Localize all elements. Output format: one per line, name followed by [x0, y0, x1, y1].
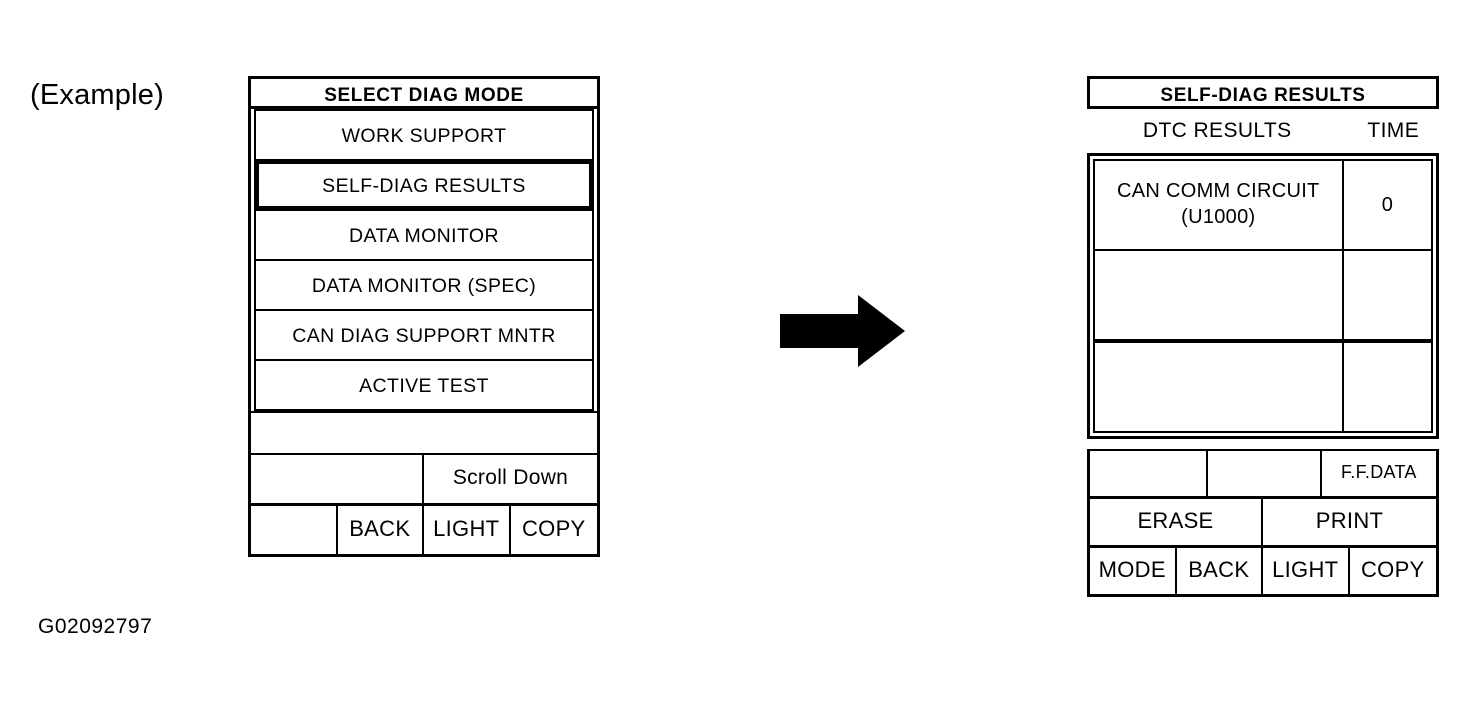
erase-button[interactable]: ERASE — [1090, 499, 1263, 545]
right-button-row: MODE BACK LIGHT COPY — [1090, 545, 1436, 594]
menu-item-label: CAN DIAG SUPPORT MNTR — [292, 325, 556, 347]
menu-item-active-test[interactable]: ACTIVE TEST — [254, 359, 594, 411]
ff-empty-cell-2[interactable] — [1208, 451, 1322, 496]
select-diag-mode-screen: SELECT DIAG MODE WORK SUPPORT SELF-DIAG … — [248, 76, 600, 557]
right-copy-button[interactable]: COPY — [1360, 557, 1425, 582]
menu-item-data-monitor-spec[interactable]: DATA MONITOR (SPEC) — [254, 259, 594, 311]
dtc-cell — [1095, 343, 1344, 431]
time-cell — [1344, 343, 1431, 431]
table-row[interactable] — [1093, 339, 1433, 433]
dtc-results-column-header: DTC RESULTS — [1142, 119, 1292, 142]
left-scroll-row: Scroll Down — [251, 453, 597, 503]
print-button[interactable]: PRINT — [1315, 508, 1384, 533]
time-cell — [1344, 251, 1431, 339]
time-column-header: TIME — [1367, 119, 1420, 142]
left-back-button[interactable]: BACK — [338, 506, 424, 554]
dtc-name: CAN COMM CIRCUIT — [1117, 180, 1320, 203]
dtc-cell — [1095, 251, 1344, 339]
menu-item-label: WORK SUPPORT — [341, 125, 507, 147]
left-copy-button[interactable]: COPY — [521, 516, 586, 541]
left-light-button[interactable]: LIGHT — [424, 506, 511, 554]
scroll-down-button[interactable]: Scroll Down — [452, 466, 569, 489]
menu-item-data-monitor[interactable]: DATA MONITOR — [254, 209, 594, 261]
left-screen-title: SELECT DIAG MODE — [248, 76, 600, 109]
table-row[interactable]: CAN COMM CIRCUIT (U1000) 0 — [1093, 159, 1433, 251]
right-arrow-icon — [780, 295, 905, 367]
self-diag-results-screen: SELF-DIAG RESULTS DTC RESULTS TIME CAN C… — [1087, 76, 1439, 597]
diag-mode-menu-list: WORK SUPPORT SELF-DIAG RESULTS DATA MONI… — [251, 109, 597, 411]
table-row[interactable] — [1093, 249, 1433, 341]
ff-empty-cell-1[interactable] — [1090, 451, 1208, 496]
menu-item-label: DATA MONITOR — [349, 225, 499, 247]
menu-empty-area — [251, 411, 597, 453]
example-label: (Example) — [30, 79, 164, 111]
dtc-code: (U1000) — [1181, 206, 1256, 228]
right-back-button[interactable]: BACK — [1177, 548, 1263, 594]
left-scroll-empty-cell — [251, 455, 424, 503]
menu-item-label: SELF-DIAG RESULTS — [322, 175, 526, 197]
menu-item-self-diag-results[interactable]: SELF-DIAG RESULTS — [254, 159, 594, 211]
ff-data-button[interactable]: F.F.DATA — [1341, 462, 1417, 482]
menu-item-can-diag-support-mntr[interactable]: CAN DIAG SUPPORT MNTR — [254, 309, 594, 361]
right-screen-title: SELF-DIAG RESULTS — [1087, 76, 1439, 109]
action-row: ERASE PRINT — [1090, 496, 1436, 545]
menu-item-work-support[interactable]: WORK SUPPORT — [254, 109, 594, 161]
left-button-empty[interactable] — [251, 506, 338, 554]
dtc-cell: CAN COMM CIRCUIT (U1000) — [1095, 161, 1344, 249]
results-table: CAN COMM CIRCUIT (U1000) 0 — [1087, 153, 1439, 439]
results-column-headers: DTC RESULTS TIME — [1087, 109, 1439, 153]
right-light-button[interactable]: LIGHT — [1263, 548, 1350, 594]
menu-item-label: DATA MONITOR (SPEC) — [311, 275, 537, 297]
right-mode-button[interactable]: MODE — [1090, 548, 1177, 594]
ff-data-row: F.F.DATA — [1090, 449, 1436, 496]
menu-item-label: ACTIVE TEST — [359, 375, 489, 397]
time-cell: 0 — [1381, 193, 1393, 216]
right-screen-footer: F.F.DATA ERASE PRINT MODE BACK LIGHT COP… — [1087, 449, 1439, 597]
left-screen-body: WORK SUPPORT SELF-DIAG RESULTS DATA MONI… — [248, 109, 600, 557]
left-button-row: BACK LIGHT COPY — [251, 503, 597, 554]
figure-id: G02092797 — [38, 615, 153, 638]
